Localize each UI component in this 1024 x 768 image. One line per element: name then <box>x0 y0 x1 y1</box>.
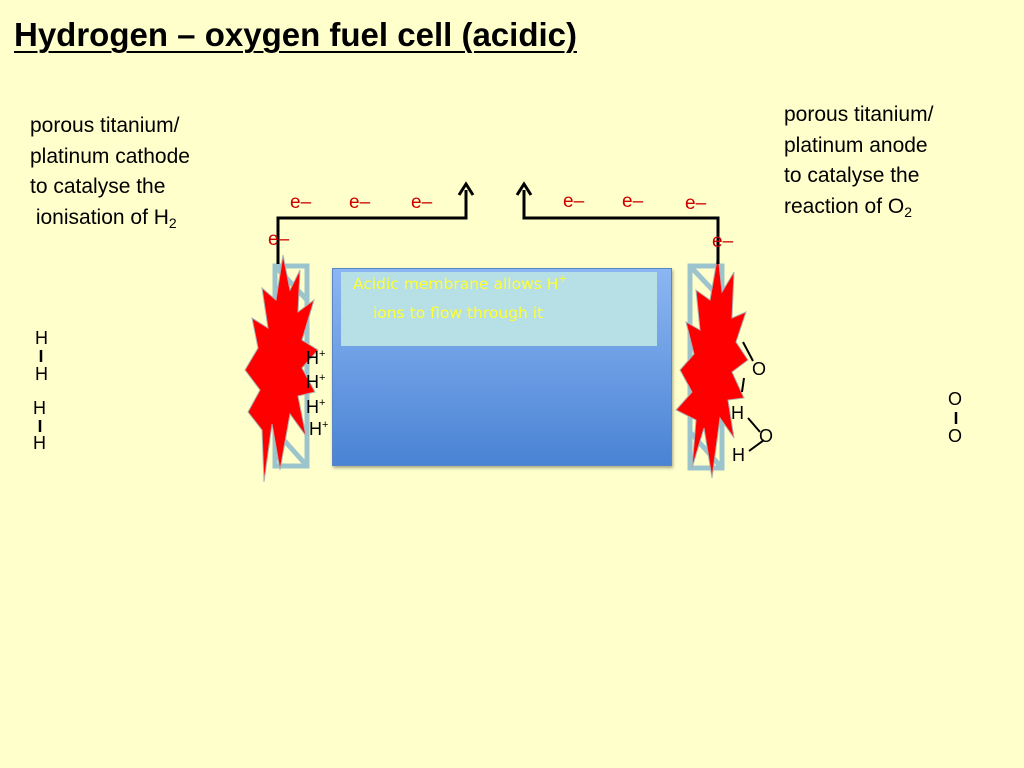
anode-note-text: reaction of O <box>784 194 905 218</box>
membrane-label-box: Acidic membrane allows H+ ions to flow t… <box>341 272 657 346</box>
arrow-head-right-icon <box>515 181 533 196</box>
cathode-note: porous titanium/ platinum cathode to cat… <box>30 111 190 233</box>
hydrogen-atom: H <box>731 403 744 423</box>
proton-label: H+ <box>306 372 326 392</box>
electron-label: e– <box>290 192 312 213</box>
membrane-label-line: ions to flow through it <box>373 304 544 322</box>
electron-label: e– <box>622 191 644 212</box>
arrow-head-left-icon <box>457 181 475 196</box>
proton-label: H+ <box>309 419 329 439</box>
water-bond <box>741 377 745 393</box>
hydrogen-atom: H <box>35 328 48 348</box>
proton-label: H+ <box>306 397 326 417</box>
cathode-note-subscript: 2 <box>168 214 177 231</box>
cathode-spark <box>244 254 319 483</box>
anode-spark <box>675 253 749 479</box>
membrane-label-line: Acidic membrane allows H+ <box>353 269 568 299</box>
water-bond <box>748 439 765 452</box>
cathode-note-line: porous titanium/ <box>30 114 180 137</box>
cathode-note-text: ionisation of H <box>30 205 169 229</box>
anode-note-line: to catalyse the <box>784 164 920 187</box>
membrane-label-text: Acidic membrane allows H <box>353 275 559 293</box>
oxygen-atom: O <box>948 389 963 409</box>
oxygen-atom: O <box>948 426 963 446</box>
cathode-note-line: ionisation of H2 <box>30 203 190 234</box>
water-bond <box>742 341 754 362</box>
cathode-note-line: platinum cathode <box>30 144 190 168</box>
water-bond <box>747 417 761 433</box>
electron-label: e– <box>349 192 371 213</box>
anode-note-line: porous titanium/ <box>784 103 934 126</box>
hydrogen-atom: H <box>33 433 46 453</box>
anode-note-line: reaction of O2 <box>784 192 933 223</box>
hydrogen-atom: H <box>33 398 46 418</box>
anode-note-line: platinum anode <box>784 133 928 157</box>
electron-label: e– <box>411 192 433 213</box>
anode-note: porous titanium/ platinum anode to catal… <box>784 100 933 222</box>
hydrogen-atom: H <box>35 364 48 384</box>
hydrogen-atom: H <box>732 445 745 465</box>
oxygen-atom: O <box>759 426 774 446</box>
anode-note-subscript: 2 <box>904 203 913 220</box>
oxygen-atom: O <box>752 359 767 379</box>
cathode-note-line: to catalyse the <box>30 175 166 198</box>
electron-label: e– <box>712 231 734 252</box>
electron-label: e– <box>685 193 707 214</box>
slide-title: Hydrogen – oxygen fuel cell (acidic) <box>14 16 577 53</box>
electron-label: e– <box>563 191 585 212</box>
proton-label: H+ <box>306 348 326 368</box>
anode-wire <box>522 190 720 264</box>
electron-label: e– <box>268 229 290 250</box>
membrane-label-sup: + <box>558 272 568 285</box>
cathode-wire <box>276 190 468 264</box>
